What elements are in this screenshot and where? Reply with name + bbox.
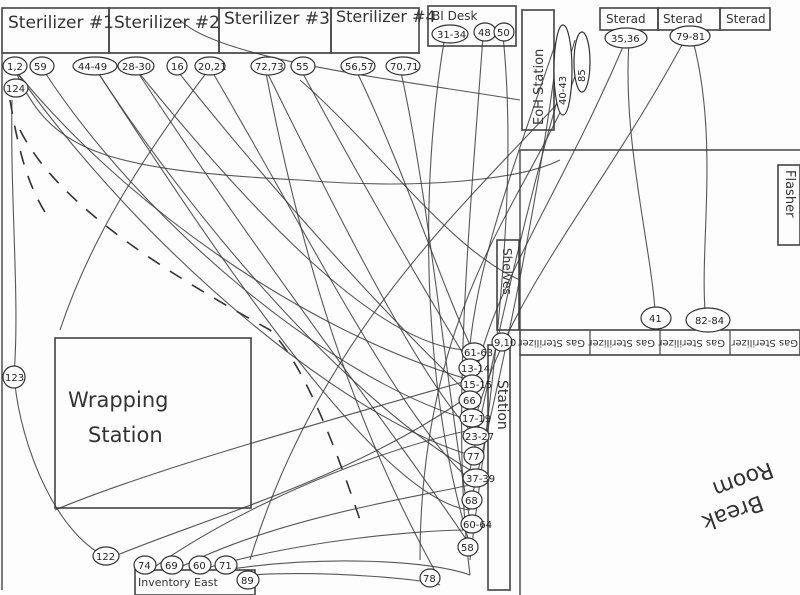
svg-text:58: 58 [461,543,474,554]
svg-text:89: 89 [241,576,254,587]
gas-sterilizer-3-label: Gas Sterilizer [657,337,725,348]
svg-text:70,71: 70,71 [390,62,419,73]
svg-text:69: 69 [165,561,178,572]
tags-top: 1,2 59 44-49 28-30 16 20,21 72,73 55 56,… [2,22,711,98]
sterad-2-label: Sterad [663,12,703,26]
svg-text:85: 85 [577,69,588,82]
sterilizer-4-label: Sterilizer #4 [336,7,436,26]
svg-text:82-84: 82-84 [695,316,724,327]
sterad-1-label: Sterad [606,12,646,26]
svg-text:72,73: 72,73 [255,62,284,73]
gas-sterilizer-4-label: Gas Sterilizer [730,337,798,348]
sterilizer-1-label: Sterilizer #1 [8,13,114,33]
svg-text:15-15: 15-15 [463,380,492,391]
svg-text:44-49: 44-49 [78,62,107,73]
wrapping-station-line2: Station [88,423,163,447]
flasher-box [777,164,800,246]
sterad-3-box [719,7,771,31]
tags-eoh: 40-43 85 [553,24,591,116]
inventory-east-label: Inventory East [138,576,218,589]
svg-text:60-64: 60-64 [463,520,492,531]
svg-text:122: 122 [96,552,115,563]
tags-left: 123 [2,365,26,389]
svg-text:68: 68 [465,496,478,507]
svg-text:55: 55 [296,62,309,73]
bi-desk-box [427,5,517,47]
sterilizer-2-label: Sterilizer #2 [114,13,220,33]
tags-bottom: 122 74 69 60 71 89 [92,546,260,590]
station-label: Station [494,380,510,430]
svg-text:66: 66 [463,396,476,407]
svg-text:123: 123 [5,373,24,384]
svg-text:74: 74 [138,561,151,572]
wrapping-station-line1: Wrapping [68,388,168,412]
dashed-path-1 [19,129,361,521]
svg-text:60: 60 [193,561,206,572]
break-room-line2: Room [709,456,776,501]
eoh-station-label: EoH Station [532,49,547,125]
travel-lines [11,19,708,586]
bi-desk-label: BI Desk [432,9,477,23]
svg-text:16: 16 [171,62,184,73]
tags-station: 9,10 61-63 13-14 15-15 66 17-19 23-27 77… [419,332,516,588]
gas-sterilizer-2-label: Gas Sterilizer [587,337,655,348]
sterad-3-label: Sterad [726,12,766,26]
svg-text:1,2: 1,2 [7,62,23,73]
sterilizer-3-label: Sterilizer #3 [224,9,330,29]
svg-text:37-39: 37-39 [466,474,495,485]
wrapping-station-box [54,337,252,509]
svg-text:50: 50 [497,28,510,39]
svg-text:28-30: 28-30 [122,62,151,73]
svg-text:13-14: 13-14 [461,364,490,375]
svg-text:71: 71 [219,561,232,572]
tags-gas: 41 82-84 [640,306,731,333]
svg-text:79-81: 79-81 [676,32,705,43]
svg-text:31-34: 31-34 [437,30,466,41]
svg-text:77: 77 [467,452,480,463]
svg-text:20,21: 20,21 [198,62,227,73]
svg-text:48: 48 [478,28,491,39]
svg-text:78: 78 [423,574,436,585]
dashed-path-2 [9,99,51,221]
svg-text:56,57: 56,57 [345,62,374,73]
svg-text:23-27: 23-27 [465,432,494,443]
svg-text:61-63: 61-63 [464,348,493,359]
svg-text:59: 59 [34,62,47,73]
svg-text:41: 41 [649,314,662,325]
svg-text:40-43: 40-43 [558,76,569,105]
svg-text:124: 124 [6,84,25,95]
svg-text:17-19: 17-19 [462,414,491,425]
svg-text:9,10: 9,10 [494,338,516,349]
flasher-label: Flasher [782,170,797,218]
svg-text:35,36: 35,36 [611,34,640,45]
gas-sterilizer-1-label: Gas Sterilizer [517,337,585,348]
